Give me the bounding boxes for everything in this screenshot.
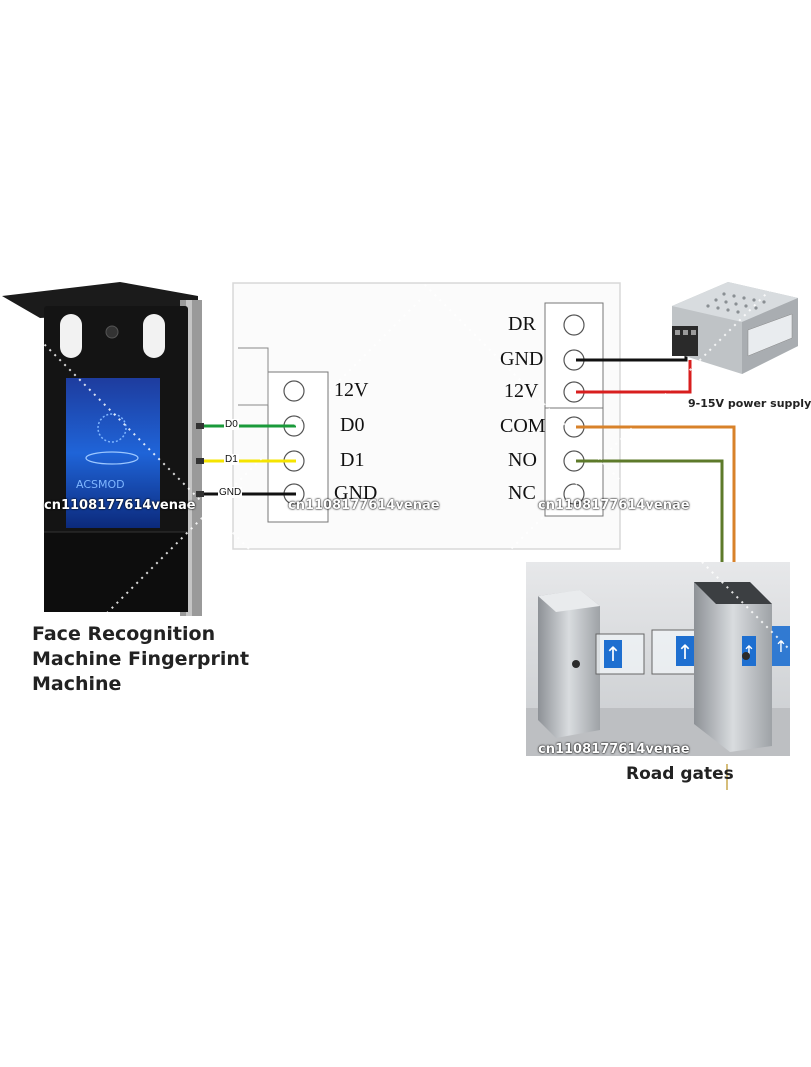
wire-label-d0: D0 — [224, 419, 239, 430]
controller-board — [232, 282, 621, 550]
camera-lens — [105, 325, 119, 339]
terminal-label-nc: NC — [508, 482, 536, 504]
gate-wires — [576, 425, 736, 592]
wire-label-gnd: GND — [218, 487, 243, 498]
face-scan-icon — [97, 413, 127, 443]
right-terminal-block — [544, 302, 604, 517]
terminal-caption-line-1: Face Recognition — [32, 623, 216, 645]
gate-cabinet-left — [538, 590, 600, 738]
terminal-label-12v-in: 12V — [334, 379, 369, 401]
power-supply-unit — [672, 282, 798, 374]
wire-com — [576, 425, 736, 584]
watermark-text-3: cn1108177614venae — [538, 498, 690, 513]
terminal-label-d1: D1 — [340, 449, 365, 471]
terminal-label-no: NO — [508, 449, 537, 471]
screw-nc — [563, 483, 585, 505]
terminal-label-gnd-in: GND — [334, 482, 378, 504]
watermark-text-1: cn1108177614venae — [44, 498, 196, 513]
wire-label-d1: D1 — [224, 454, 239, 465]
right-terminal-screws — [563, 314, 585, 505]
psu-label — [747, 313, 793, 357]
terminal-caption: Face Recognition Machine Fingerprint Mac… — [32, 622, 249, 697]
svg-text:↑: ↑ — [774, 637, 787, 656]
camera-window-left — [60, 314, 82, 358]
terminal-label-d0: D0 — [340, 414, 365, 436]
road-gates-image: ↑ ↑ ↑ ↑ — [526, 562, 790, 756]
terminal-caption-line-3: Machine — [32, 673, 122, 695]
wire-psu-12v — [576, 360, 692, 394]
terminal-lower-panel — [44, 532, 188, 612]
scan-ripple — [85, 451, 139, 465]
terminal-label-dr: DR — [508, 313, 536, 335]
svg-text:↑: ↑ — [605, 642, 622, 666]
svg-text:↑: ↑ — [677, 640, 694, 664]
gates-caption: Road gates — [626, 764, 734, 784]
watermark-pattern — [0, 259, 801, 721]
terminal-label-12v-out: 12V — [504, 380, 539, 402]
gate-cabinet-right — [694, 582, 772, 752]
terminal-label-com: COM — [500, 415, 546, 437]
terminal-caption-line-2: Machine Fingerprint — [32, 648, 250, 670]
power-supply-caption: 9-15V power supply — [688, 397, 811, 410]
camera-window-right — [143, 314, 165, 358]
wire-no — [576, 459, 724, 592]
terminal-brand-text: ACSMOD — [76, 478, 125, 491]
terminal-label-gnd-out: GND — [500, 348, 544, 370]
screw-12v-in — [283, 380, 305, 402]
terminal-screen — [66, 378, 160, 528]
watermark-text-2: cn1108177614venae — [288, 498, 440, 513]
face-recognition-terminal — [2, 282, 204, 616]
watermark-text-4: cn1108177614venae — [538, 742, 690, 757]
screw-dr — [563, 314, 585, 336]
